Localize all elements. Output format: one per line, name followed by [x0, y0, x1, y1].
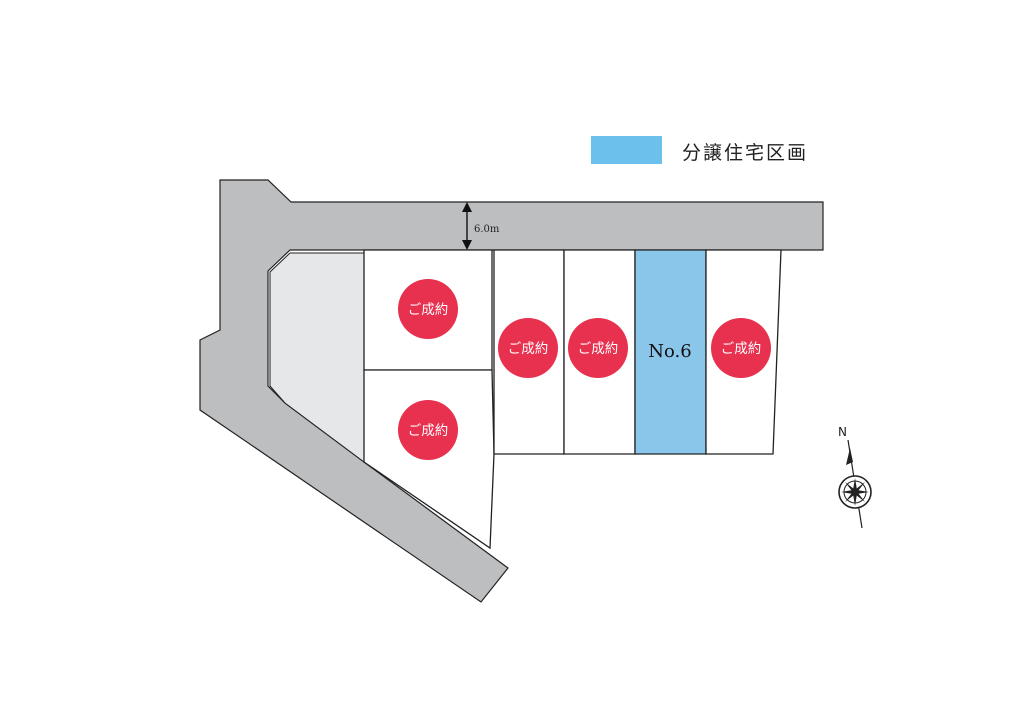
sold-badge-label: ご成約 [508, 341, 549, 357]
sold-badge: ご成約 [498, 318, 558, 378]
sold-badges: ご成約 ご成約 ご成約 ご成約 ご成約 [398, 279, 771, 460]
legend-swatch [591, 136, 662, 164]
road-width-label: 6.0m [474, 224, 500, 235]
sold-badge: ご成約 [398, 400, 458, 460]
compass-rose-icon [838, 475, 872, 509]
north-compass: N [838, 425, 872, 529]
road-top [199, 179, 824, 603]
sold-badge-label: ご成約 [408, 302, 449, 318]
road-width-indicator: 6.0m [462, 202, 500, 250]
sold-badge: ご成約 [711, 318, 771, 378]
sold-badge-label: ご成約 [578, 341, 619, 357]
compass-pointer-icon [846, 448, 853, 465]
legend-label: 分譲住宅区画 [682, 142, 808, 164]
sold-badge: ご成約 [568, 318, 628, 378]
sold-badge: ご成約 [398, 279, 458, 339]
legend: 分譲住宅区画 [591, 136, 808, 164]
lot-6-number: No.6 [648, 341, 691, 362]
compass-north-label: N [838, 425, 847, 439]
sold-badge-label: ご成約 [721, 341, 762, 357]
sold-badge-label: ご成約 [408, 423, 449, 439]
roads: 6.0m [199, 179, 824, 603]
